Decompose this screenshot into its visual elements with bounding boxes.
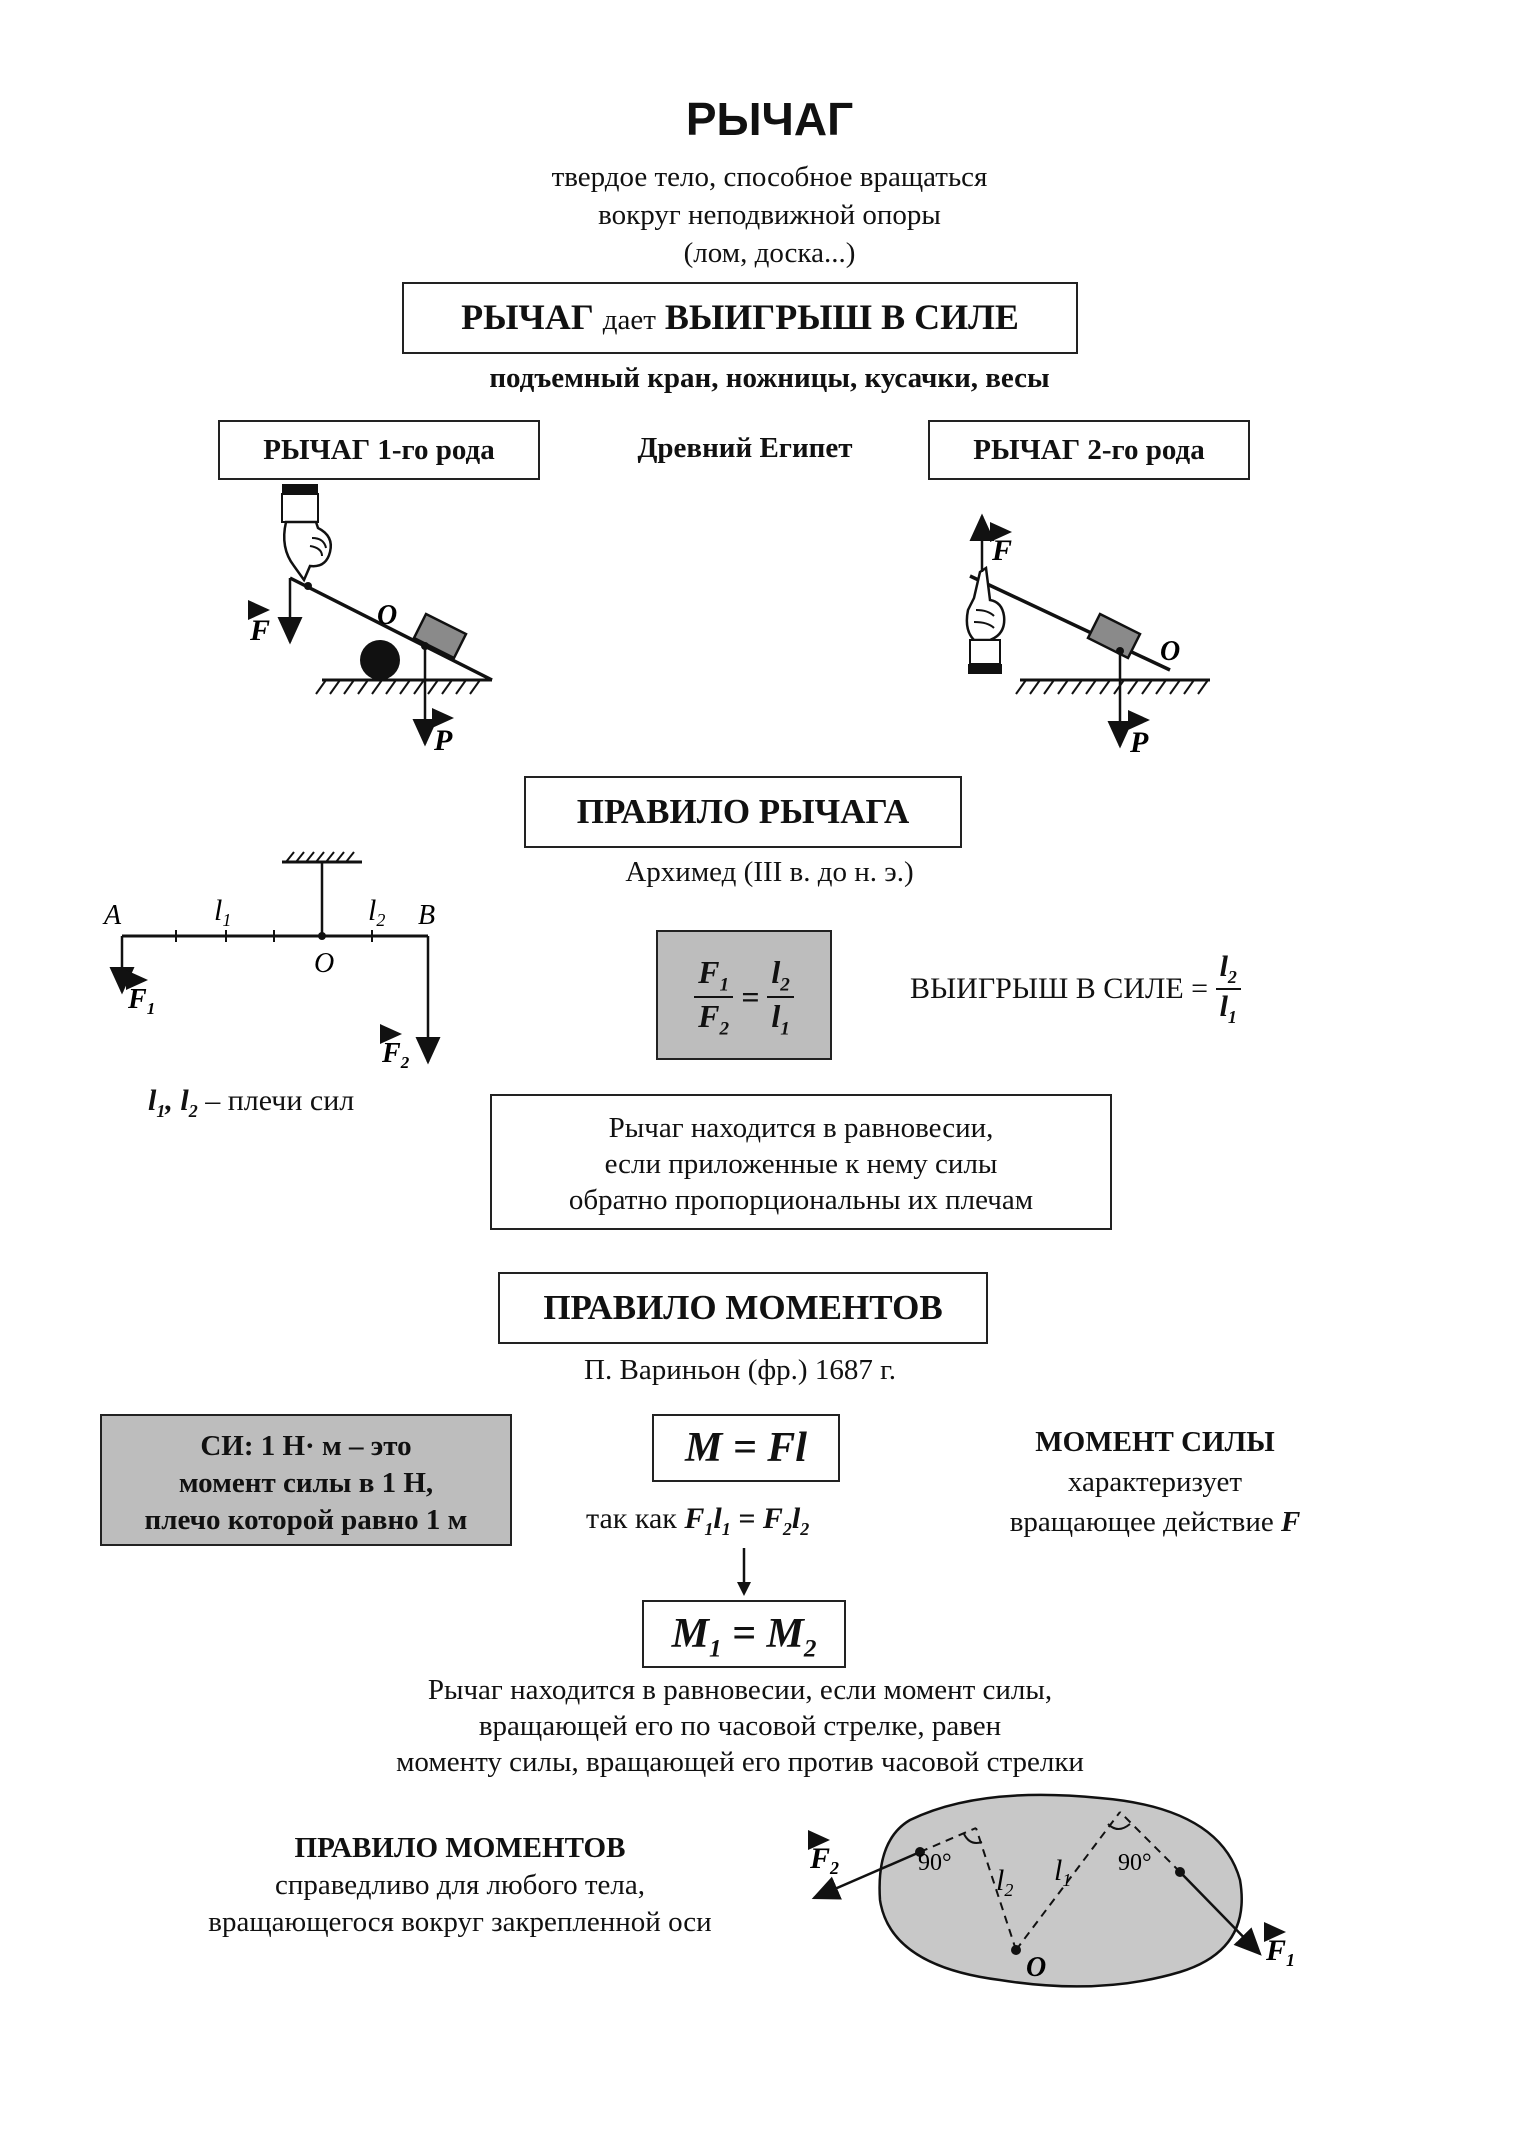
gain-box-gain: ВЫИГРЫШ В СИЛЕ xyxy=(664,297,1019,337)
rule-moments-title: ПРАВИЛО МОМЕНТОВ xyxy=(498,1272,988,1344)
P-label: P xyxy=(1129,726,1149,759)
rule-moments-author: П. Вариньон (фр.) 1687 г. xyxy=(584,1354,896,1386)
equilibrium-line: если приложенные к нему силы xyxy=(604,1148,998,1180)
rigid-body-diagram: 90° 90° l2 l1 O F2 F1 xyxy=(808,1793,1295,1988)
lever1-label: РЫЧАГ 1-го рода xyxy=(218,420,540,480)
gain-formula-text: ВЫИГРЫШ В СИЛЕ = xyxy=(910,972,1209,1005)
definition-line: вокруг неподвижной опоры xyxy=(598,199,941,231)
gain-box: РЫЧАГ дает ВЫИГРЫШ В СИЛЕ xyxy=(402,282,1078,354)
moment-desc-line: характеризует xyxy=(1067,1466,1243,1498)
equilibrium-line: обратно пропорциональны их плечам xyxy=(568,1184,1034,1216)
moment-title: МОМЕНТ СИЛЫ xyxy=(1035,1426,1275,1458)
down-arrow-icon xyxy=(737,1548,751,1596)
gain-box-gives: дает xyxy=(602,304,656,336)
arm-fraction: l2 l1 xyxy=(767,954,794,1041)
O-label: O xyxy=(314,948,334,979)
definition: твердое тело, способное вращаться вокруг… xyxy=(0,158,1539,272)
hand-icon xyxy=(281,484,332,583)
page-title: РЫЧАГ xyxy=(685,93,854,145)
lever-ratio-formula: F1 F2 = l2 l1 xyxy=(656,930,832,1060)
F2-label: F2 xyxy=(381,1038,410,1072)
egypt-label: Древний Египет xyxy=(637,432,853,464)
P-label: P xyxy=(433,724,453,757)
O-label: O xyxy=(1026,1952,1046,1983)
A-label: A xyxy=(102,900,122,931)
B-label: B xyxy=(418,900,435,931)
moment-desc-line: вращающее действие F xyxy=(1009,1506,1301,1538)
l2-label: l2 xyxy=(996,1864,1013,1900)
O-label: O xyxy=(377,600,397,631)
F-label: F xyxy=(991,534,1012,567)
angle-label-right: 90° xyxy=(1118,1850,1152,1876)
lever-balance-diagram: A B O l1 l2 F1 F2 xyxy=(102,851,441,1072)
equilibrium-line: моменту силы, вращающей его против часов… xyxy=(396,1746,1084,1778)
since-formula: так как F1l1 = F2l2 xyxy=(586,1502,810,1539)
general-rule-title: ПРАВИЛО МОМЕНТОВ xyxy=(294,1832,626,1864)
F1-label: F1 xyxy=(1265,1934,1295,1970)
rule-lever-title: ПРАВИЛО РЫЧАГА xyxy=(524,776,962,848)
moments-equilibrium: Рычаг находится в равновесии, если момен… xyxy=(0,1672,1480,1780)
equilibrium-line: Рычаг находится в равновесии, если момен… xyxy=(427,1674,1053,1706)
F-label: F xyxy=(249,614,270,647)
lever2-diagram: F O P xyxy=(965,513,1210,759)
general-rule-line: вращающегося вокруг закрепленной оси xyxy=(208,1906,712,1938)
equilibrium-line: вращающей его по часовой стрелке, равен xyxy=(478,1710,1002,1742)
definition-line: (лом, доска...) xyxy=(683,237,856,269)
general-rule: ПРАВИЛО МОМЕНТОВ справедливо для любого … xyxy=(130,1830,790,1941)
moment-formula: M = Fl xyxy=(652,1414,840,1482)
lever-equilibrium-box: Рычаг находится в равновесии, если прило… xyxy=(490,1094,1112,1230)
moment-description: МОМЕНТ СИЛЫ характеризует вращающее дейс… xyxy=(960,1422,1350,1542)
si-line: плечо которой равно 1 м xyxy=(144,1504,468,1536)
force-fraction: F1 F2 xyxy=(694,954,734,1041)
equilibrium-line: Рычаг находится в равновесии, xyxy=(608,1112,994,1144)
O-label: O xyxy=(1160,636,1180,667)
moments-equal-formula: M1 = M2 xyxy=(642,1600,846,1668)
gain-fraction: l2 l1 xyxy=(1215,950,1241,1028)
rule-lever-author: Архимед (III в. до н. э.) xyxy=(625,856,914,888)
general-rule-line: справедливо для любого тела, xyxy=(274,1869,646,1901)
l2-label: l2 xyxy=(368,894,385,930)
si-line: СИ: 1 Н· м – это xyxy=(200,1430,412,1462)
l1-label: l1 xyxy=(214,894,231,930)
hand-icon xyxy=(965,565,1006,674)
si-line: момент силы в 1 Н, xyxy=(178,1467,434,1499)
l1-label: l1 xyxy=(1054,1854,1071,1890)
si-unit-box: СИ: 1 Н· м – это момент силы в 1 Н, плеч… xyxy=(100,1414,512,1546)
gain-box-lever: РЫЧАГ xyxy=(461,297,594,337)
F1-label: F1 xyxy=(127,984,155,1018)
gain-formula: ВЫИГРЫШ В СИЛЕ = l2 l1 xyxy=(910,950,1241,1028)
definition-line: твердое тело, способное вращаться xyxy=(551,161,988,193)
lever1-diagram: F O P xyxy=(248,484,493,757)
examples: подъемный кран, ножницы, кусачки, весы xyxy=(489,362,1050,394)
arms-symbols: l1, l2 xyxy=(148,1084,198,1121)
F2-label: F2 xyxy=(809,1842,839,1878)
angle-label-left: 90° xyxy=(918,1850,952,1876)
arms-note: l1, l2 – плечи сил xyxy=(148,1084,354,1122)
arms-text: – плечи сил xyxy=(205,1084,355,1117)
lever2-label: РЫЧАГ 2-го рода xyxy=(928,420,1250,480)
